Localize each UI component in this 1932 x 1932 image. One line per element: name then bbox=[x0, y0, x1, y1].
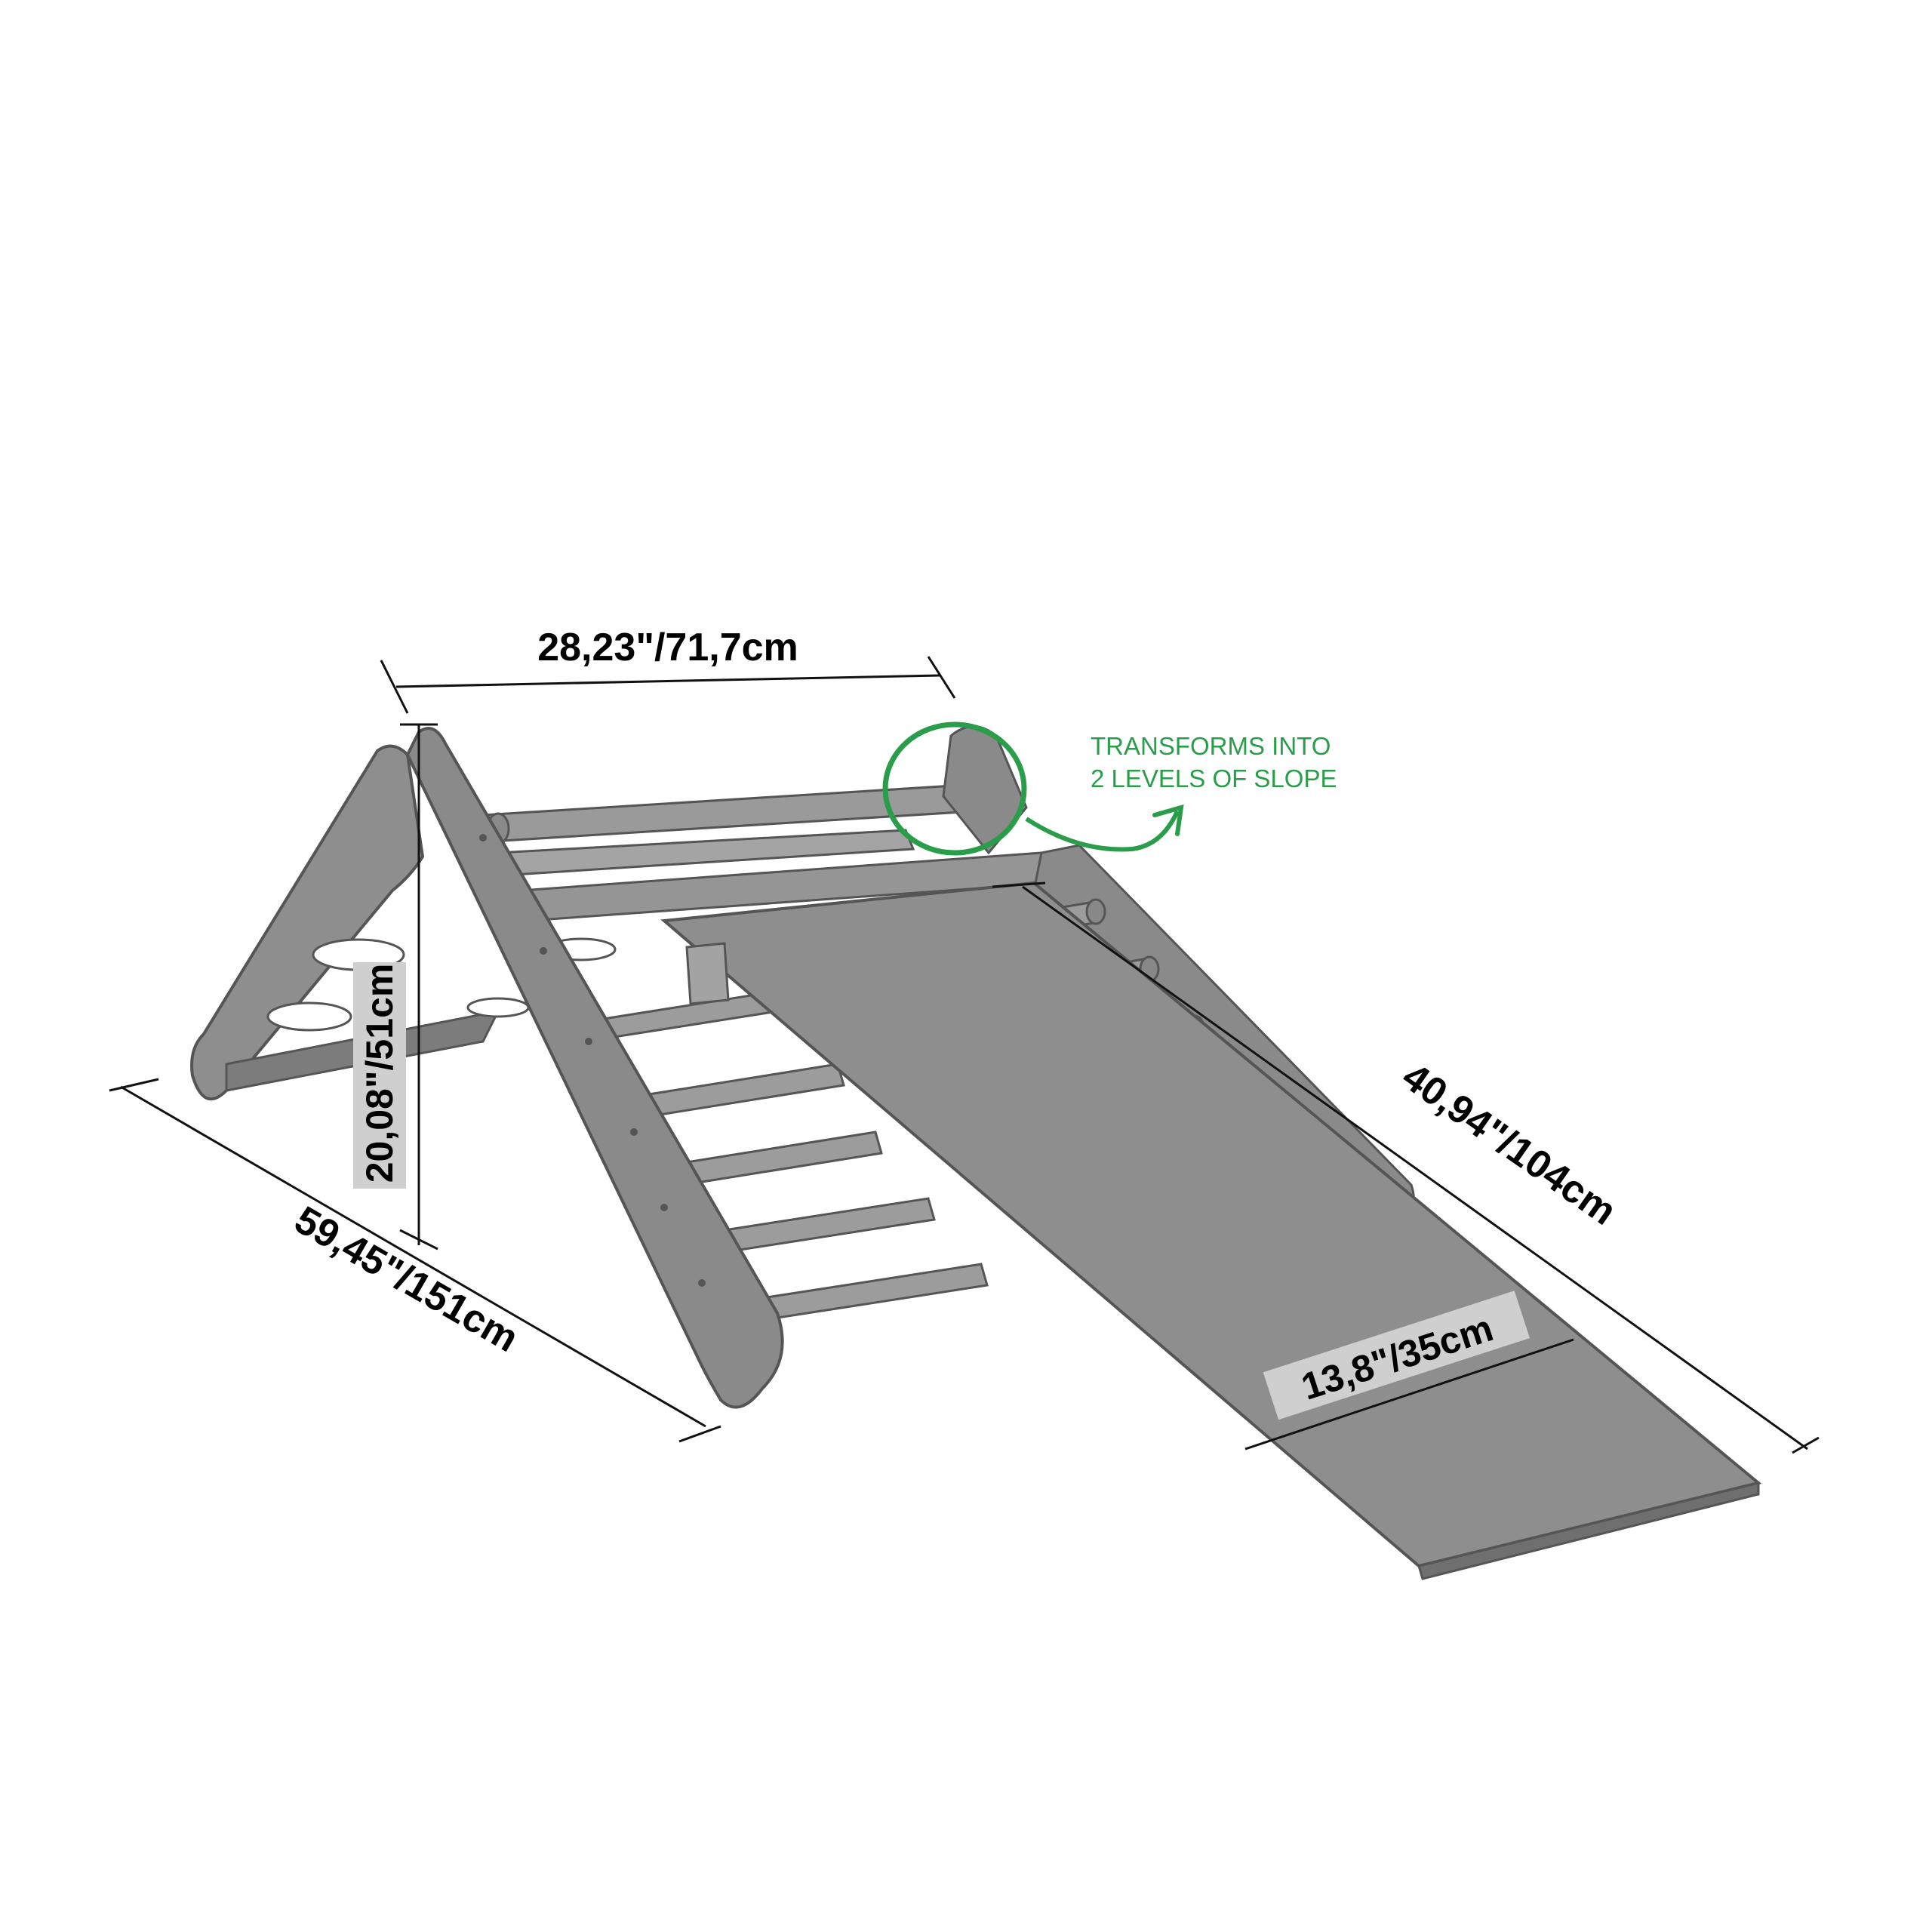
label-height-box bbox=[353, 962, 406, 1189]
annotation-line-1: TRANSFORMS INTO bbox=[1091, 732, 1331, 760]
annotation-line-2: 2 LEVELS OF SLOPE bbox=[1091, 764, 1337, 792]
dim-top-line bbox=[395, 674, 940, 688]
hole-front-2 bbox=[466, 997, 530, 1018]
label-ramp-length: 40,94"/104cm bbox=[1394, 1054, 1624, 1233]
dim-height-tick-bottom bbox=[399, 1229, 438, 1251]
right-frame-top bbox=[942, 725, 1028, 855]
label-length-total: 59,45"/151cm bbox=[288, 1198, 526, 1361]
dim-top-tick-right bbox=[927, 656, 956, 699]
label-height: 20,08"/51cm bbox=[358, 964, 401, 1183]
screw-6 bbox=[698, 1279, 706, 1287]
label-width-top: 28,23"/71,7cm bbox=[537, 626, 798, 669]
rung-front-3 bbox=[685, 1131, 883, 1185]
screw-2 bbox=[540, 947, 547, 955]
dim-ramp-tick-top bbox=[992, 881, 1046, 888]
dim-length-line bbox=[120, 1085, 706, 1428]
arrow-head-icon bbox=[1152, 804, 1184, 836]
rung-front-4 bbox=[723, 1197, 936, 1253]
front-triangle-leg bbox=[405, 727, 784, 1409]
ramp-edge bbox=[1417, 1481, 1760, 1580]
rung-front-2 bbox=[648, 1063, 845, 1117]
dim-ramp-tick-bottom bbox=[1792, 1436, 1820, 1454]
back-hole-2 bbox=[266, 1001, 352, 1032]
screw-3 bbox=[585, 1038, 592, 1045]
screw-5 bbox=[660, 1204, 668, 1211]
dim-length-tick-left bbox=[109, 1078, 159, 1092]
dim-ramp-width-line bbox=[1244, 1338, 1574, 1451]
ramp-board bbox=[660, 881, 1762, 1580]
dim-top-tick-left bbox=[380, 660, 409, 714]
dim-ramp-line bbox=[1022, 885, 1808, 1451]
transform-annotation: TRANSFORMS INTO 2 LEVELS OF SLOPE bbox=[882, 721, 1337, 856]
annotation-arrow bbox=[1025, 810, 1180, 852]
screw-4 bbox=[630, 1128, 638, 1136]
rung-front-5 bbox=[761, 1263, 989, 1321]
side-rung-cap-1 bbox=[1085, 898, 1106, 925]
label-ramp-width-box bbox=[1263, 1291, 1530, 1420]
dimension-lines bbox=[109, 656, 1820, 1454]
screw-1 bbox=[479, 834, 487, 841]
highlight-circle bbox=[882, 721, 1027, 856]
ramp-hook bbox=[685, 942, 730, 1005]
front-leg-board bbox=[405, 727, 784, 1409]
dim-length-tick-right bbox=[678, 1425, 721, 1443]
